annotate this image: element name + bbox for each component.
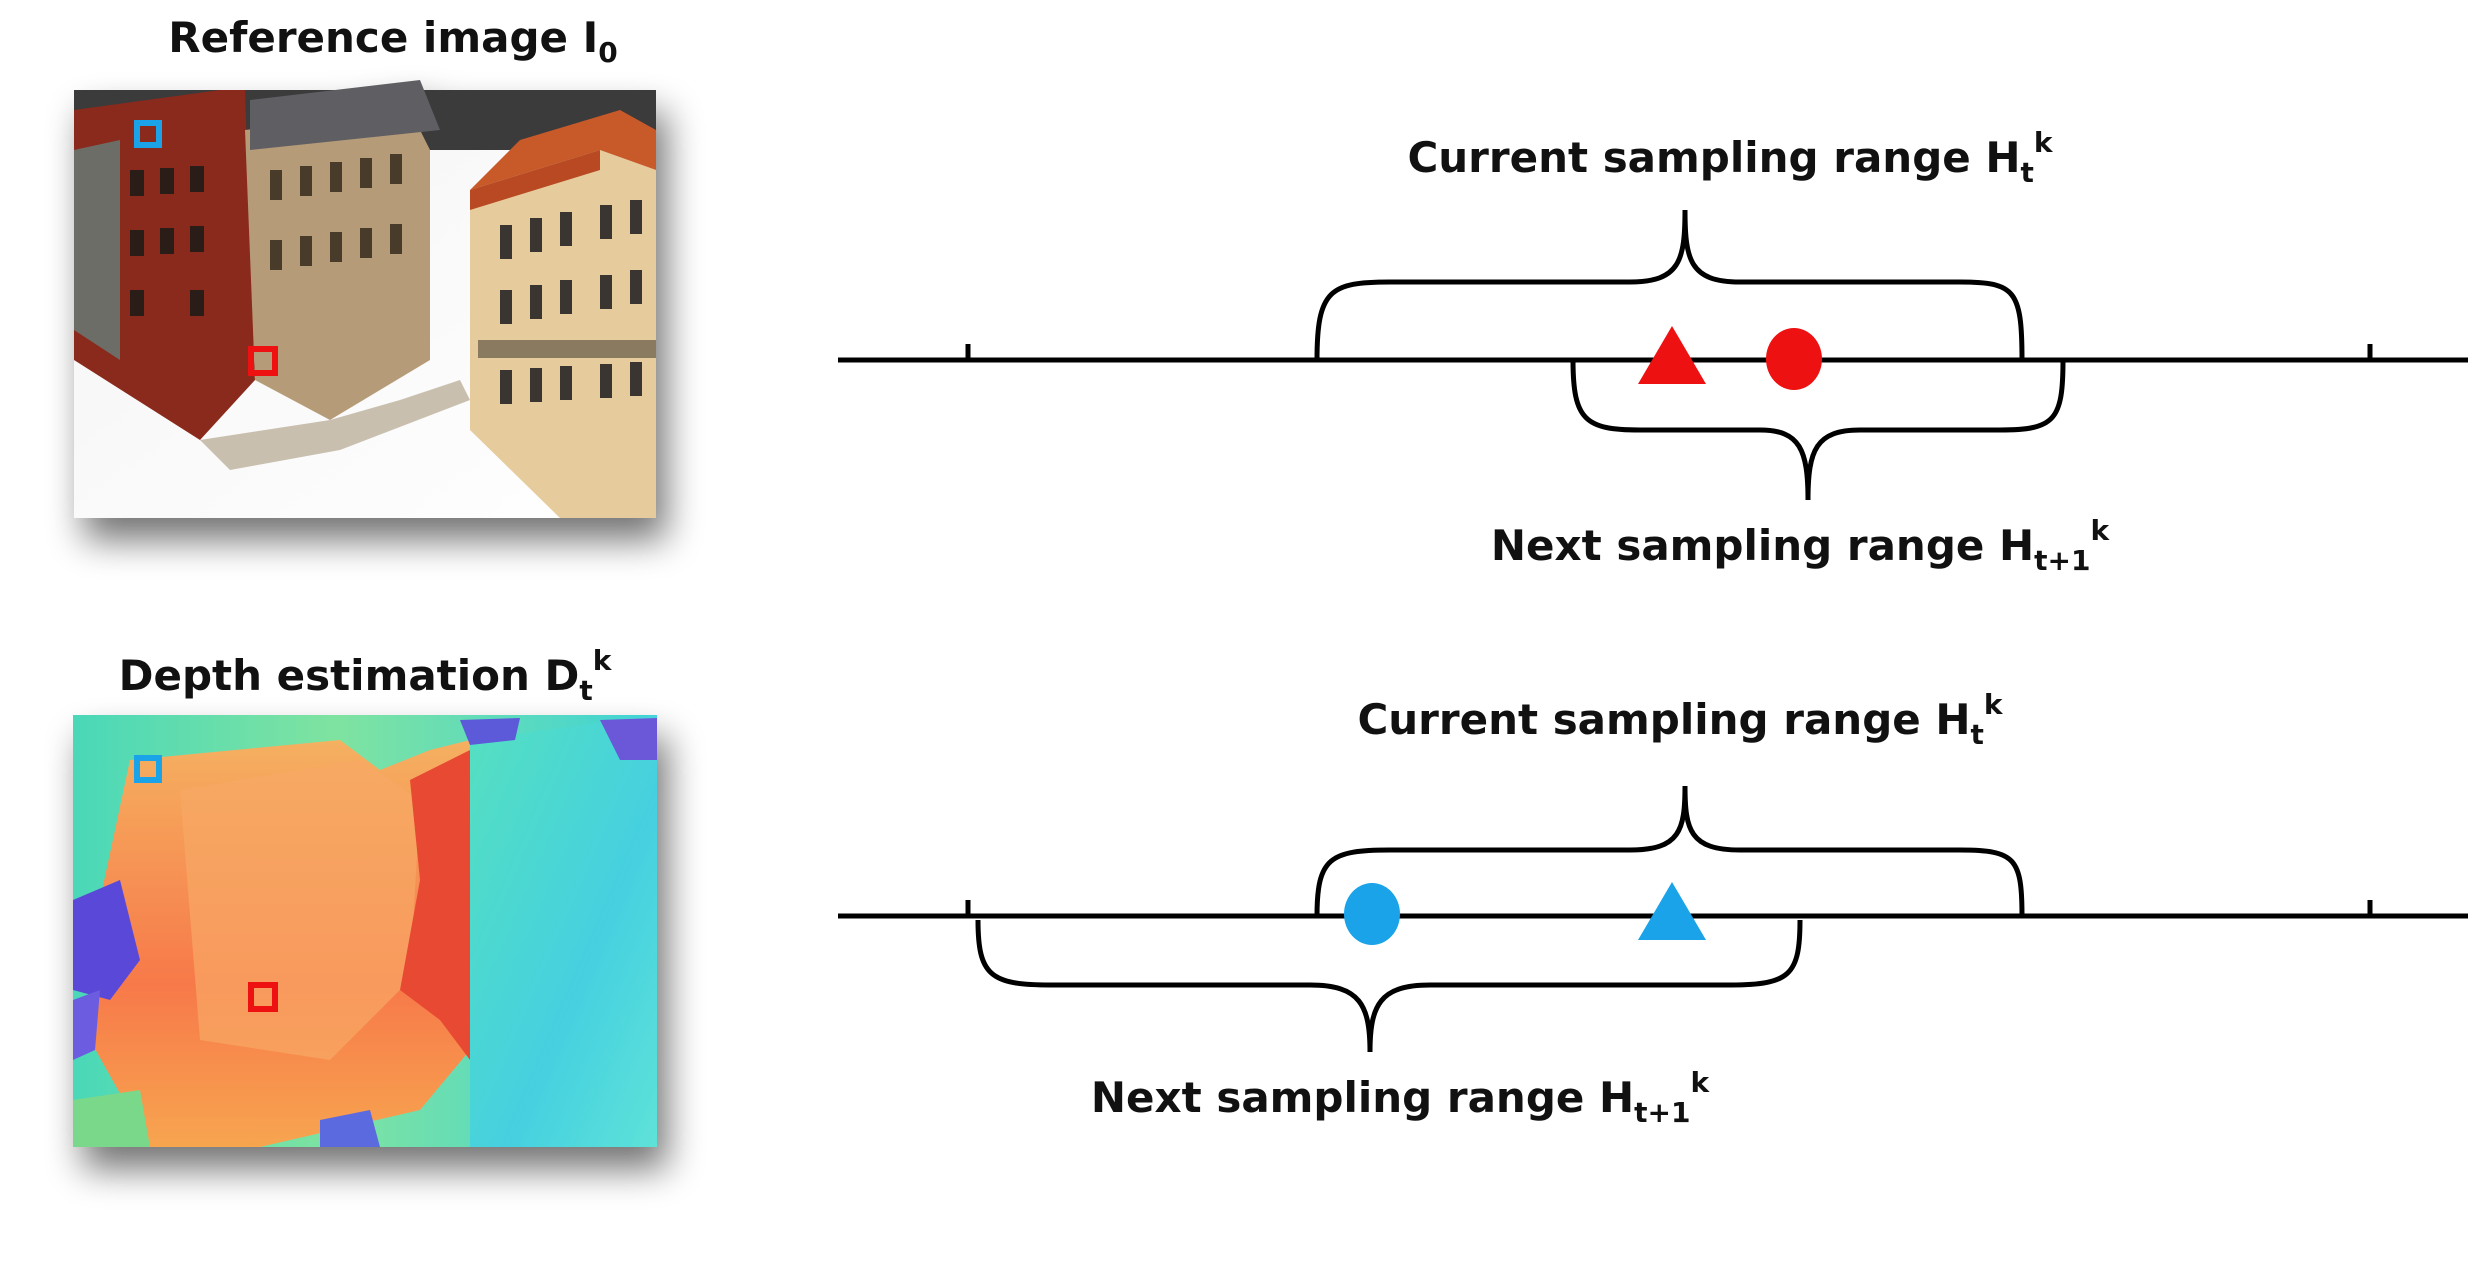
- depth-red-marker-box: [248, 982, 278, 1012]
- top-next-range-label: Next sampling range Ht+1k: [1491, 514, 2111, 577]
- reference-red-marker-box: [248, 346, 278, 376]
- bottom-triangle-marker: [1638, 882, 1706, 940]
- bottom-next-text: Next sampling range H: [1091, 1073, 1634, 1122]
- depth-title-text: Depth estimation D: [119, 651, 580, 700]
- bottom-next-range-label: Next sampling range Ht+1k: [1091, 1066, 1711, 1129]
- top-next-superscript: k: [2090, 514, 2110, 547]
- depth-title-superscript: k: [593, 644, 613, 677]
- reference-title-text: Reference image I: [168, 13, 598, 62]
- bottom-current-range-label: Current sampling range Htk: [1357, 688, 2003, 751]
- top-sampling-diagram: Current sampling range Htk Next sampling…: [838, 126, 2468, 577]
- top-circle-marker: [1766, 328, 1822, 390]
- top-next-subscript: t+1: [2034, 544, 2090, 577]
- reference-image-title: Reference image I0: [168, 13, 617, 69]
- depth-map-image: [73, 715, 657, 1147]
- bottom-current-superscript: k: [1984, 688, 2004, 721]
- bottom-circle-marker: [1344, 883, 1400, 945]
- top-triangle-marker: [1638, 326, 1706, 384]
- depth-title-subscript: t: [579, 674, 592, 707]
- reference-blue-marker-box: [134, 120, 162, 148]
- bottom-next-superscript: k: [1690, 1066, 1710, 1099]
- top-current-superscript: k: [2034, 126, 2054, 159]
- reference-title-subscript: 0: [598, 36, 617, 69]
- bottom-current-text: Current sampling range H: [1357, 695, 1970, 744]
- bottom-next-subscript: t+1: [1634, 1096, 1690, 1129]
- top-next-text: Next sampling range H: [1491, 521, 2034, 570]
- bottom-current-subscript: t: [1971, 718, 1984, 751]
- top-current-text: Current sampling range H: [1407, 133, 2020, 182]
- bottom-sampling-diagram: Current sampling range Htk Next sampling…: [838, 688, 2468, 1129]
- reference-image: [74, 80, 656, 518]
- top-next-range-brace: [1570, 359, 2066, 501]
- top-current-subscript: t: [2021, 156, 2034, 189]
- depth-estimation-title: Depth estimation Dtk: [119, 644, 613, 707]
- bottom-current-range-brace: [1314, 785, 2025, 917]
- top-current-range-label: Current sampling range Htk: [1407, 126, 2053, 189]
- top-current-range-brace: [1314, 209, 2025, 361]
- depth-blue-marker-box: [134, 755, 162, 783]
- bottom-next-range-brace: [975, 919, 1803, 1053]
